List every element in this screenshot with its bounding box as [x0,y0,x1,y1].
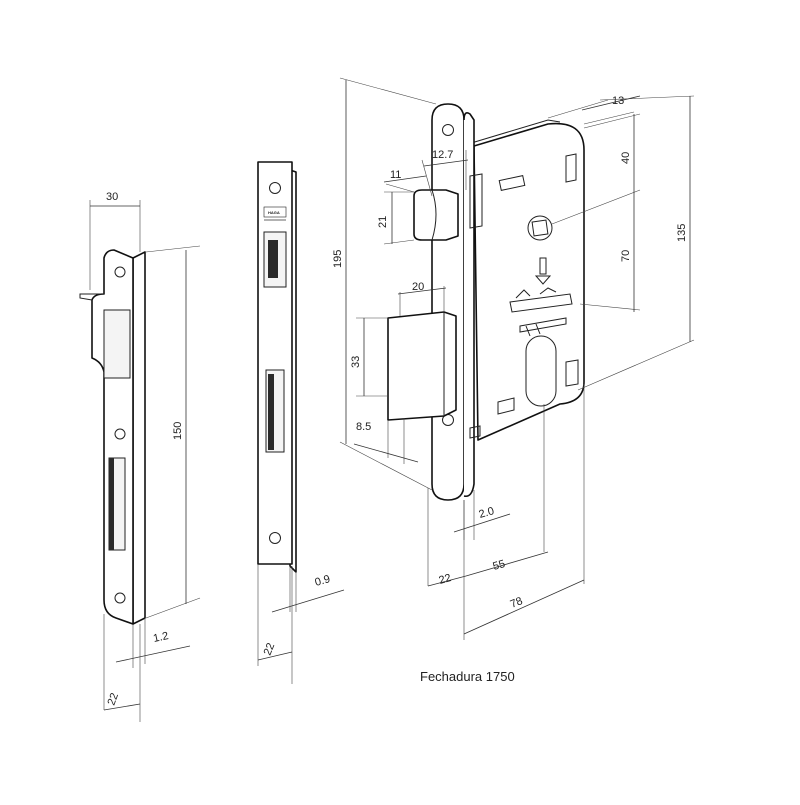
dim-line-22-strike [103,703,141,711]
strike-plate: 30 150 1.2 22 [79,191,201,722]
dim-line-2.0 [453,513,511,533]
brand-logo: HAGA [263,206,287,221]
faceplate-body [257,161,293,565]
dim-faceplate-width-lock: 12.7 [432,149,453,161]
brand-logo-text: HAGA [268,210,280,215]
case-slot-bottom [497,397,515,415]
case-small-slot [539,257,547,275]
strike-plate-body [91,249,134,625]
dim-bolt-height: 33 [350,356,362,368]
strike-bolt-window-shade [109,458,114,550]
dim-latch-height: 21 [377,216,389,228]
dim-line-0.9 [271,589,345,613]
keyhole [525,335,557,407]
lock-faceplate [431,103,465,501]
dim-line-1.2 [115,645,191,663]
dim-line-12.7 [423,159,469,167]
dim-body-thickness: 13 [612,95,624,107]
dim-line-55 [465,551,549,577]
case-arrow [534,275,552,285]
strike-latch-window [103,309,131,379]
dim-latch-depth: 11 [390,169,401,181]
dim-front-width: 22 [438,572,453,587]
dead-bolt [387,311,457,421]
faceplate-hole-bottom [269,532,281,544]
lever-mechanism [509,287,573,313]
lock-hole-top [442,124,454,136]
faceplate-latch-shade [268,240,278,278]
strike-hole-top [114,266,126,278]
dim-strike-width-bottom: 22 [106,691,121,707]
dim-body-height: 135 [676,224,688,242]
faceplate: HAGA 0.9 22 [257,161,345,684]
case-clip-right [565,153,577,183]
dim-backset: 55 [492,558,507,573]
strike-plate-edge [132,251,146,625]
dim-strike-height: 150 [172,422,184,440]
dim-body-depth: 78 [509,595,525,611]
lock-case [473,122,585,441]
case-clip-left [469,173,483,229]
dim-setback-offset: 2.0 [478,505,496,521]
dim-bolt-offset: 8.5 [356,421,371,433]
dim-line-20 [397,287,447,295]
faceplate-bolt-shade [268,374,274,450]
handle-follower [527,215,553,241]
faceplate-hole-top [269,182,281,194]
case-slot-top [498,175,526,191]
strike-hole-mid [114,428,126,440]
dim-total-height: 195 [332,250,344,268]
strike-hole-bottom [114,592,126,604]
lock-body: 195 12.7 11 21 20 33 8.5 13 [332,77,695,640]
dim-line-8.5 [353,443,419,463]
dim-upper-spacing: 40 [620,152,632,164]
dim-strike-width-top: 30 [106,191,118,203]
dim-line-22-lock [427,575,467,587]
drawing-caption: Fechadura 1750 [420,669,515,684]
case-clip-bottom [565,359,579,387]
dim-line-13 [581,95,641,111]
lock-faceplate-side [463,112,475,498]
dim-faceplate-width: 22 [262,641,278,657]
lock-case-top-edge [467,119,561,145]
dim-faceplate-thickness: 0.9 [314,573,332,589]
dim-line-78 [463,579,585,635]
strike-plate-lip [79,293,104,301]
latch-curve [431,189,437,241]
dim-line-22-faceplate [257,651,293,661]
dim-bolt-width: 20 [412,281,424,293]
dim-line-11 [383,175,427,183]
dim-strike-thickness: 1.2 [152,630,169,645]
dim-lower-spacing: 70 [620,250,632,262]
